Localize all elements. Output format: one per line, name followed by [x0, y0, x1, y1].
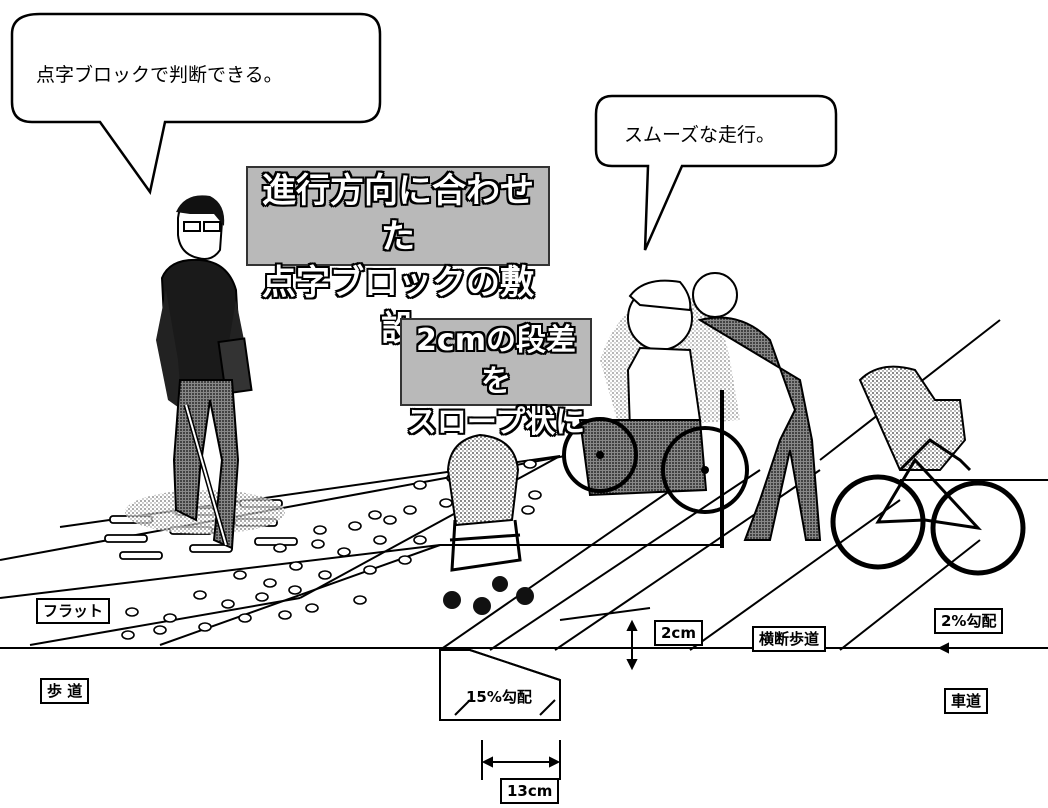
slope-banner-line-2: スロープ状に	[406, 405, 586, 440]
tactile-banner-line-1: 進行方向に合わせた	[262, 171, 534, 257]
wheelchair-speech-text: スムーズな走行。	[624, 124, 776, 146]
road-gradient-label: 2%勾配	[934, 608, 1004, 634]
slope-banner-line-1: 2cmの段差を	[416, 323, 576, 399]
roadway-label: 車道	[944, 688, 989, 714]
tactile-block-banner: 進行方向に合わせた 点字ブロックの敷設	[246, 166, 550, 349]
slope-banner: 2cmの段差を スロープ状に	[400, 318, 592, 440]
speech-bubble-wheelchair	[594, 94, 838, 251]
slope-detail	[439, 619, 1000, 780]
slope-gradient-label: 15%勾配	[466, 688, 532, 706]
blind-pedestrian-figure	[125, 195, 285, 550]
wheelchair-and-elderly-figure	[562, 272, 822, 548]
flat-label: フラット	[36, 598, 111, 624]
step-height-label: 2cm	[654, 620, 703, 646]
cyclist-figure	[830, 365, 1026, 576]
blind-person-speech-text: 点字ブロックで判断できる。	[36, 64, 283, 86]
slope-width-label: 13cm	[500, 778, 560, 804]
speech-bubble-blind-person	[10, 12, 382, 196]
baby-stroller-figure	[443, 433, 534, 615]
dot-tactile-blocks	[121, 459, 542, 640]
crosswalk-label: 横断歩道	[752, 626, 827, 652]
sidewalk-label: 歩 道	[40, 678, 90, 704]
